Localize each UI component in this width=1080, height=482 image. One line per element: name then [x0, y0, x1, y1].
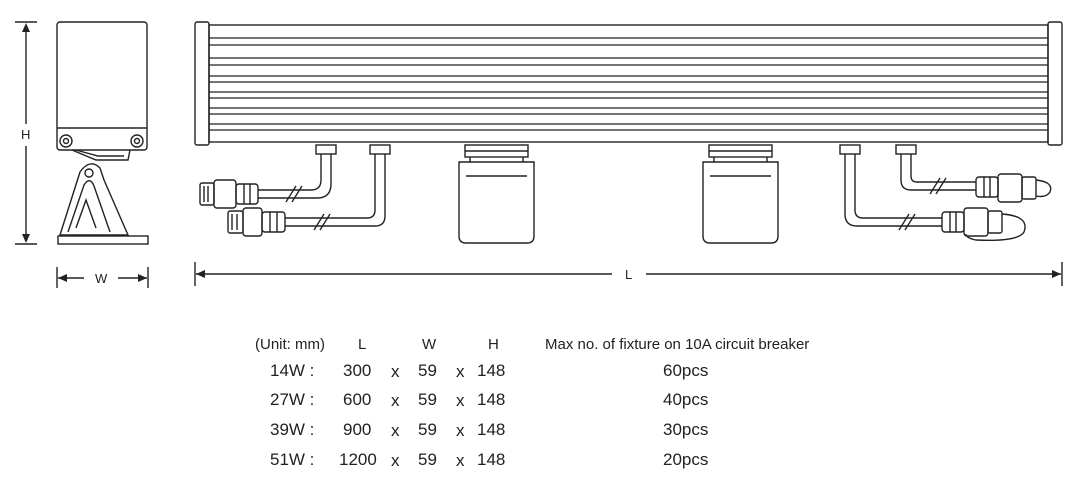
light-bar-body: [208, 24, 1049, 143]
connector-left-lower-icon: [227, 207, 286, 237]
side-view: [56, 21, 149, 245]
height-dimension: [15, 21, 37, 245]
side-housing: [56, 21, 148, 151]
mount-bracket-left: [458, 144, 535, 244]
cable-left-lower: [285, 154, 386, 231]
cable-right-upper: [900, 154, 976, 195]
connector-right-upper-icon: [975, 173, 1052, 203]
connector-left-upper-icon: [199, 179, 259, 209]
cable-right-lower: [844, 154, 942, 231]
width-label: W: [95, 271, 108, 286]
width-dimension: [56, 267, 149, 288]
length-label: L: [625, 267, 632, 282]
mount-bracket-right: [702, 144, 779, 244]
length-dimension: [194, 262, 1063, 286]
cable-left-upper: [258, 154, 332, 203]
bracket: [59, 163, 130, 236]
screw-right-icon: [130, 134, 144, 148]
bracket-base: [57, 235, 149, 245]
end-cap-left: [194, 21, 210, 146]
height-label: H: [21, 127, 30, 142]
screw-left-icon: [59, 134, 73, 148]
connector-right-lower-icon: [941, 207, 1026, 242]
end-cap-right: [1047, 21, 1063, 146]
front-view: [194, 21, 1063, 244]
